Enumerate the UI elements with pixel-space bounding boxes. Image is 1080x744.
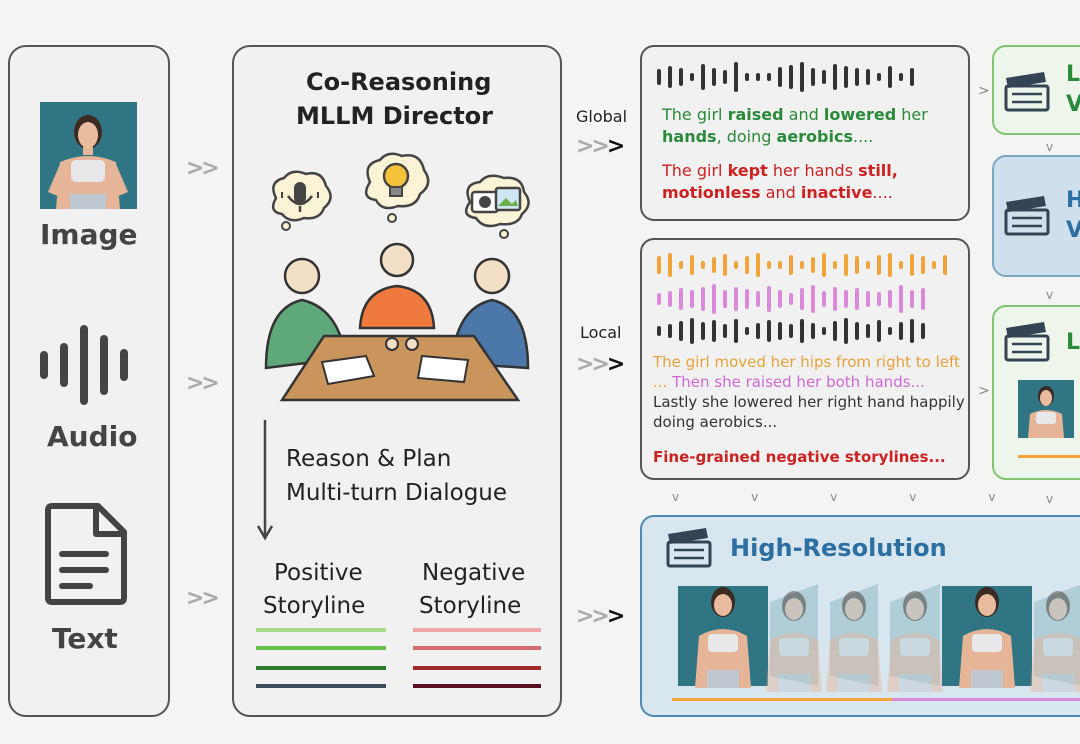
- global-positive-part: her: [896, 105, 928, 124]
- local-audio-waveform-dark: [657, 318, 925, 344]
- global-positive-part: The girl: [662, 105, 728, 124]
- global-positive-storyline: The girl raised and lowered her hands, d…: [662, 104, 952, 148]
- process-line2: Multi-turn Dialogue: [286, 480, 508, 506]
- negative-storyline-line1: Negative: [422, 560, 526, 586]
- global-negative-part: The girl: [662, 161, 728, 180]
- stage3-frame-thumbnail: [1018, 380, 1074, 438]
- global-positive-part: and: [783, 105, 824, 124]
- local-audio-waveform-orange: [657, 253, 947, 277]
- global-arrow: >>>: [576, 134, 625, 159]
- global-negative-part: and: [760, 183, 801, 202]
- connector-caret-2: >: [978, 383, 990, 399]
- clapperboard-icon-highres: [666, 528, 712, 568]
- global-negative-part: inactive: [800, 183, 873, 202]
- text-label: Text: [52, 622, 118, 655]
- global-negative-part: still,: [858, 161, 898, 180]
- input-image-thumbnail: [40, 102, 137, 209]
- clapperboard-icon-stage1: [1004, 72, 1050, 112]
- global-positive-part: aerobics: [776, 127, 853, 146]
- local-negative-storyline: Fine-grained negative storylines...: [653, 448, 946, 466]
- image-label: Image: [40, 218, 138, 251]
- audio-to-director-arrow: >>: [186, 371, 220, 396]
- global-positive-part: raised: [727, 105, 784, 124]
- clapperboard-icon-stage2: [1004, 196, 1050, 236]
- director-title-line2: MLLM Director: [296, 102, 493, 130]
- local-seg-pink1: Then she raised her both: [667, 373, 861, 391]
- positive-storyline-line2: Storyline: [263, 593, 366, 619]
- process-down-arrow: [256, 420, 274, 541]
- high-resolution-progress-pink: [892, 698, 1080, 701]
- stage1-title-a: L: [1066, 62, 1080, 87]
- global-positive-part: lowered: [823, 105, 897, 124]
- microphone-thought-icon: [271, 170, 332, 231]
- global-negative-part: motionless: [662, 183, 761, 202]
- stage3-progress-line: [1018, 455, 1080, 458]
- global-label: Global: [576, 107, 628, 126]
- local-seg-dark: Lastly she lowered her right hand happil…: [653, 393, 965, 431]
- image-to-director-arrow: >>: [186, 156, 220, 181]
- local-positive-storyline: The girl moved her hips from right to le…: [653, 352, 965, 432]
- director-meeting-illustration: [264, 242, 530, 402]
- connector-caret-1: >: [978, 83, 990, 99]
- local-audio-waveform-pink: [657, 284, 925, 314]
- camera-photo-thought-icon: [464, 174, 530, 239]
- positive-storyline-line1: Positive: [274, 560, 363, 586]
- document-icon: [45, 503, 127, 605]
- negative-storyline-bars: [413, 628, 541, 688]
- high-resolution-frames: [678, 584, 1080, 692]
- local-seg-orange: The girl moved her hips from right to le…: [653, 353, 960, 391]
- connector-caret-row: vvvvv: [672, 490, 1068, 504]
- audio-label: Audio: [47, 420, 138, 453]
- highres-arrow: >>>: [576, 604, 625, 629]
- global-storyline-box: [640, 45, 970, 221]
- local-seg-pink2: hands...: [864, 373, 925, 391]
- global-negative-part: her hands: [767, 161, 859, 180]
- clapperboard-icon-stage3: [1004, 322, 1050, 362]
- audio-wave-icon: [40, 325, 128, 405]
- high-resolution-title: High-Resolution: [730, 534, 947, 562]
- stage3-title-a: L: [1066, 330, 1080, 355]
- stage-connector-3: v: [1046, 492, 1054, 506]
- lightbulb-thought-icon: [364, 152, 430, 223]
- global-negative-storyline: The girl kept her hands still, motionles…: [662, 160, 952, 204]
- director-title-line1: Co-Reasoning: [306, 68, 492, 96]
- global-positive-part: , doing: [716, 127, 777, 146]
- stage2-title-b: V: [1066, 218, 1080, 243]
- stage2-title-a: H: [1066, 188, 1080, 213]
- negative-storyline-line2: Storyline: [419, 593, 522, 619]
- high-resolution-progress-orange: [672, 698, 892, 701]
- stage-connector-1: v: [1046, 140, 1054, 154]
- stage-connector-2: v: [1046, 288, 1054, 302]
- local-label: Local: [580, 323, 622, 342]
- positive-storyline-bars: [256, 628, 386, 688]
- global-positive-part: ....: [853, 127, 874, 146]
- global-negative-part: kept: [727, 161, 768, 180]
- stage1-title-b: V: [1066, 92, 1080, 117]
- global-positive-part: hands: [662, 127, 717, 146]
- text-to-director-arrow: >>: [186, 586, 220, 611]
- local-storyline-box: [640, 238, 970, 480]
- local-arrow: >>>: [576, 352, 625, 377]
- global-audio-waveform: [657, 62, 914, 92]
- global-negative-part: ....: [872, 183, 893, 202]
- process-line1: Reason & Plan: [286, 446, 452, 472]
